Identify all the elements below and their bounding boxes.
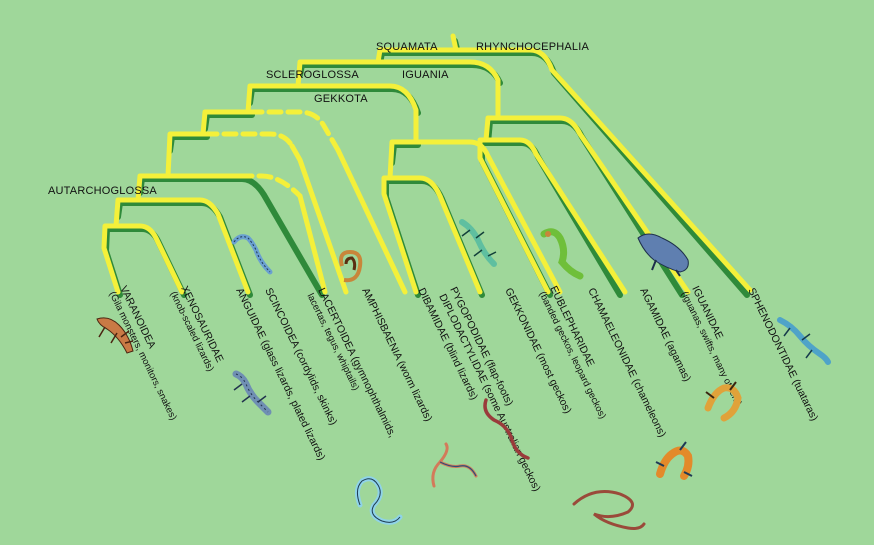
branch-amphisbaenia <box>335 147 408 295</box>
branch-scincoidea-lower <box>297 193 328 295</box>
branch-amphisbaenia-dash <box>247 109 341 153</box>
clade-iguania: IGUANIA <box>402 69 449 81</box>
branch-autarchoglossa-stem <box>245 83 303 115</box>
snake-coil-icon <box>572 490 646 530</box>
taxon-labels: VARANOIDEA (Gila monsters, monitors, sna… <box>107 284 821 493</box>
taxon-eublepharidae: EUBLEPHARIDAE (banded geckos, leopard ge… <box>537 284 620 421</box>
taxon-xenosauridae: XENOSAURIDAE (knob-scaled lizards) <box>168 284 228 373</box>
clade-scleroglossa: SCLEROGLOSSA <box>266 69 359 81</box>
branch-autarch-1 <box>200 109 253 137</box>
branch-xenosauridae <box>115 223 185 295</box>
gecko-icon <box>459 219 497 267</box>
flap-foot-icon <box>483 398 530 460</box>
tuatara-icon <box>777 317 831 365</box>
illustrations <box>96 219 831 530</box>
branch-pygopodidae <box>387 175 483 295</box>
branch-rhynchocephalia <box>453 47 753 293</box>
branch-iguanidae <box>495 115 691 295</box>
taxon-lacertoidea: LACERTOIDEA (gymnophthalmids, lacertas, … <box>305 286 400 447</box>
branch-gekkota <box>297 83 419 145</box>
branch-autarch-3 <box>135 173 173 203</box>
branch-varanoidea <box>101 223 121 295</box>
branch-anguidae <box>137 197 251 295</box>
branch-scincoidea-dash <box>237 173 303 199</box>
branch-autarch-4 <box>113 197 143 229</box>
branch-chamaeleonidae <box>477 137 551 295</box>
branch-acrodonta <box>483 115 501 143</box>
branch-agamidae <box>483 137 628 295</box>
clade-labels: SQUAMATA RHYNCHOCEPHALIA SCLEROGLOSSA IG… <box>48 41 589 197</box>
monitor-lizard-icon <box>96 317 134 354</box>
agama-icon <box>655 441 693 480</box>
branch-autarch-2 <box>165 131 208 179</box>
branch-dibamidae <box>381 175 419 295</box>
skink-icon <box>231 234 273 275</box>
chameleon-icon <box>540 228 584 280</box>
clade-squamata: SQUAMATA <box>376 41 438 53</box>
branch-iguania <box>377 59 501 121</box>
worm-lizard-icon <box>339 249 363 283</box>
branch-scleroglossa <box>295 59 383 89</box>
branch-lacertoidea-dash <box>202 131 295 149</box>
branches <box>101 33 753 295</box>
clade-autarchoglossa: AUTARCHOGLOSSA <box>48 185 157 197</box>
branch-dibamidae-node <box>387 139 419 181</box>
blind-lizard-icon <box>354 476 403 525</box>
branch-lacertoidea <box>289 143 349 295</box>
clade-rhynchocephalia: RHYNCHOCEPHALIA <box>476 41 589 53</box>
branch-squamata <box>375 47 459 65</box>
iguana-icon <box>637 233 689 277</box>
iguana-small-icon <box>704 381 742 422</box>
glass-lizard-icon <box>232 370 272 416</box>
clade-gekkota: GEKKOTA <box>314 93 368 105</box>
snake-icon <box>431 442 478 488</box>
